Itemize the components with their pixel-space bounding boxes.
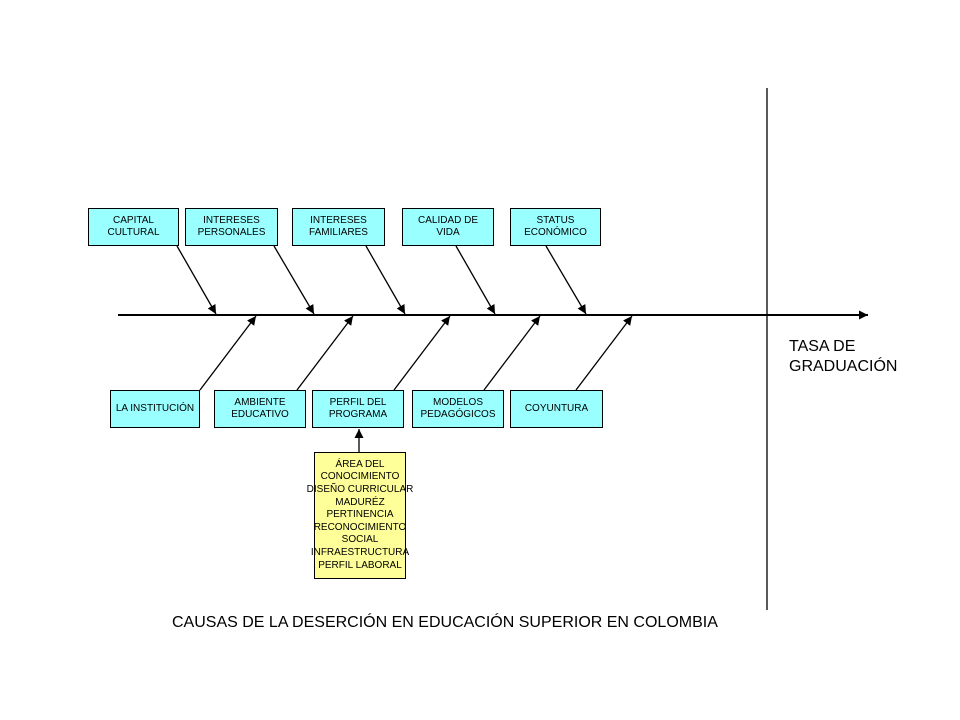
sub-factor-item: MADURÉZ — [335, 496, 385, 508]
sub-factor-item: INFRAESTRUCTURA — [310, 546, 410, 558]
sub-factor-item: CONOCIMIENTO — [320, 471, 400, 483]
bone-intereses-personales — [273, 245, 315, 315]
bone-intereses-familiares — [365, 245, 406, 315]
sub-factor-item: DISEÑO CURRICULAR — [306, 484, 414, 496]
bone-coyuntura — [575, 315, 633, 391]
diagram-caption: CAUSAS DE LA DESERCIÓN EN EDUCACIÓN SUPE… — [172, 614, 718, 631]
sub-factors-box: ÁREA DEL CONOCIMIENTO DISEÑO CURRICULAR … — [307, 452, 413, 579]
bone-status-economico — [545, 245, 587, 315]
bone-modelos-pedagogicos — [483, 315, 541, 391]
sub-factor-item: PERTINENCIA — [326, 509, 394, 521]
sub-factor-item: SOCIAL — [341, 534, 379, 546]
cause-calidad-de-vida: CALIDAD DE VIDA — [402, 208, 494, 246]
cause-perfil-del-programa: PERFIL DEL PROGRAMA — [312, 390, 404, 428]
cause-la-institucion: LA INSTITUCIÓN — [110, 390, 200, 428]
bone-la-institucion — [199, 315, 257, 391]
sub-factor-item: RECONOCIMIENTO — [313, 521, 407, 533]
cause-ambiente-educativo: AMBIENTE EDUCATIVO — [214, 390, 306, 428]
bone-perfil-del-programa — [393, 315, 451, 391]
effect-label: TASA DE GRADUACIÓN — [789, 338, 898, 375]
cause-intereses-familiares: INTERESES FAMILIARES — [292, 208, 385, 246]
cause-capital-cultural: CAPITAL CULTURAL — [88, 208, 179, 246]
sub-factor-item: ÁREA DEL — [335, 458, 385, 470]
cause-status-economico: STATUS ECONÓMICO — [510, 208, 601, 246]
cause-modelos-pedagogicos: MODELOS PEDAGÓGICOS — [412, 390, 504, 428]
cause-coyuntura: COYUNTURA — [510, 390, 603, 428]
bone-ambiente-educativo — [296, 315, 354, 391]
cause-intereses-personales: INTERESES PERSONALES — [185, 208, 278, 246]
bone-capital-cultural — [176, 245, 217, 315]
sub-factor-item: PERFIL LABORAL — [318, 559, 402, 571]
bone-calidad-de-vida — [455, 245, 496, 315]
